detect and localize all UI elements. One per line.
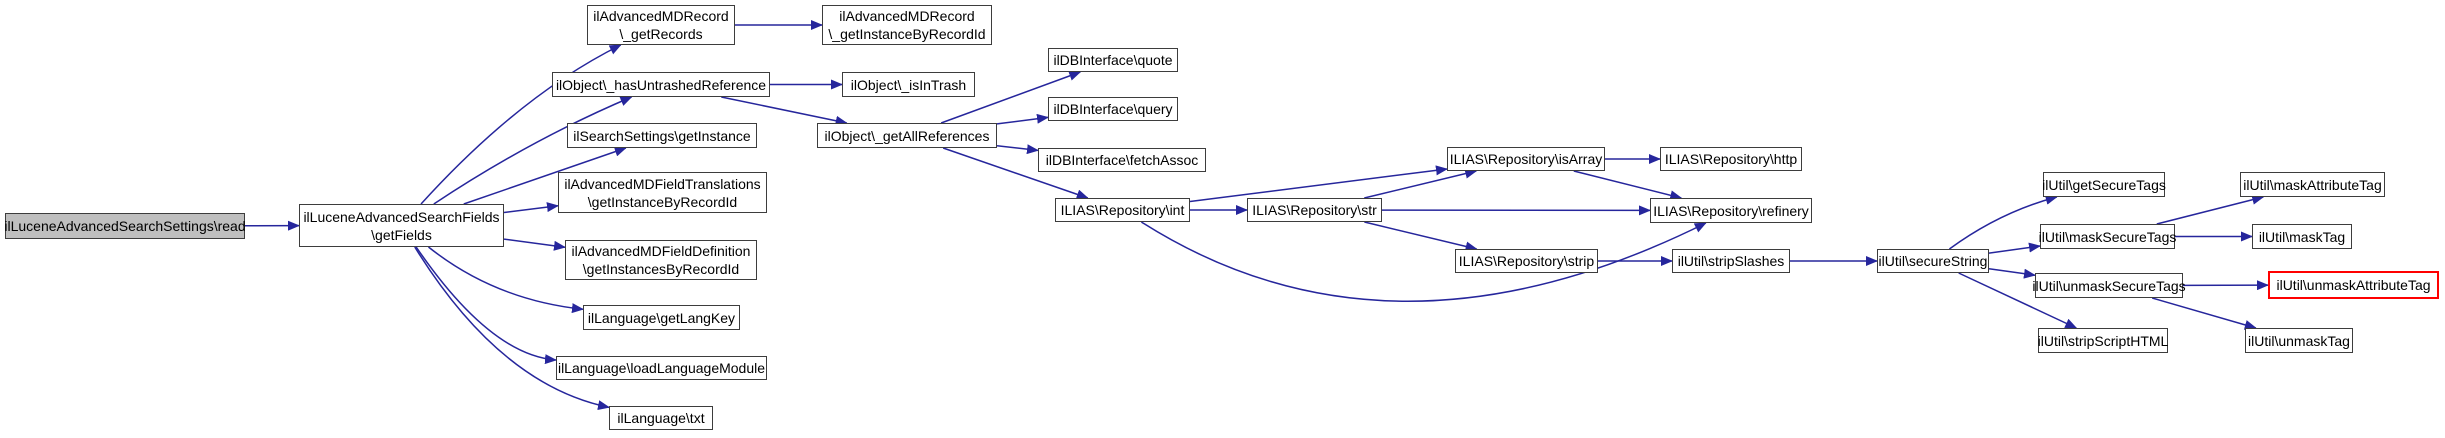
edge-secure-string-mask-secure-tags [1988,242,2041,254]
node-field-translations-get-instance-by-record-id[interactable]: ilAdvancedMDFieldTranslations\getInstanc… [558,172,767,213]
node-label: ilUtil\secureString [1878,253,1988,269]
node-get-fields[interactable]: ilLuceneAdvancedSearchFields\getFields [299,204,504,247]
node-get-records[interactable]: ilAdvancedMDRecord \_getRecords [587,5,735,45]
edge-secure-string-unmask-secure-tags [1988,268,2036,279]
node-is-in-trash[interactable]: ilObject\_isInTrash [842,72,975,97]
node-db-query[interactable]: ilDBInterface\query [1048,97,1178,121]
edge-has-untrashed-reference-get-all-references [721,96,848,126]
node-repo-refinery[interactable]: ILIAS\Repository\refinery [1650,198,1812,223]
edge-get-all-references-db-fetch-assoc [996,144,1039,155]
node-search-settings-get-instance[interactable]: ilSearchSettings\getInstance [567,123,757,148]
edge-get-fields-get-lang-key [428,246,584,314]
node-repo-http[interactable]: ILIAS\Repository\http [1660,147,1802,171]
node-strip-slashes[interactable]: ilUtil\stripSlashes [1672,249,1790,273]
node-label: ilLanguage\getLangKey [587,309,736,326]
node-label: ILIAS\Repository\str [1252,202,1377,218]
edge-unmask-secure-tags-unmask-tag [2151,297,2257,330]
node-repo-strip[interactable]: ILIAS\Repository\strip [1455,249,1598,273]
node-label: ilDBInterface\fetchAssoc [1045,152,1199,168]
node-label: \_getInstanceByRecordId [828,26,986,42]
edge-get-all-references-db-quote [940,71,1082,124]
node-label: ilUtil\unmaskAttributeTag [2276,277,2431,293]
node-get-instance-by-record-id[interactable]: ilAdvancedMDRecord \_getInstanceByRecordI… [822,5,992,45]
node-unmask-tag[interactable]: ilUtil\unmaskTag [2245,328,2353,353]
edge-get-fields-has-untrashed-reference [433,96,633,205]
node-label: \_getRecords [619,26,703,42]
node-unmask-attribute-tag[interactable]: ilUtil\unmaskAttributeTag [2268,271,2439,299]
node-label: ilUtil\getSecureTags [2042,176,2166,193]
node-db-quote[interactable]: ilDBInterface\quote [1048,48,1178,72]
edge-repo-int-repo-is-array [1189,165,1448,203]
node-label: \getFields [371,226,432,243]
node-label: ilSearchSettings\getInstance [573,127,751,144]
node-label: ILIAS\Repository\int [1060,202,1185,218]
node-label: ilAdvancedMDFieldDefinition [571,243,751,259]
edge-get-all-references-repo-int [942,147,1089,200]
node-load-language-module[interactable]: ilLanguage\loadLanguageModule [556,356,767,380]
edge-get-all-references-db-query [996,113,1049,125]
node-label: ilDBInterface\quote [1053,52,1173,68]
node-mask-secure-tags[interactable]: ilUtil\maskSecureTags [2038,224,2177,249]
edge-mask-secure-tags-mask-attribute-tag [2156,194,2265,225]
node-repo-is-array[interactable]: ILIAS\Repository\isArray [1447,147,1605,171]
node-db-fetch-assoc[interactable]: ilDBInterface\fetchAssoc [1038,148,1206,172]
node-label: ilAdvancedMDFieldTranslations [564,175,761,192]
node-label: ilUtil\unmaskSecureTags [2032,277,2186,294]
node-label: ilUtil\maskAttributeTag [2243,176,2382,193]
node-mask-tag[interactable]: ilUtil\maskTag [2252,224,2352,249]
node-get-lang-key[interactable]: ilLanguage\getLangKey [583,305,740,330]
node-get-all-references[interactable]: ilObject\_getAllReferences [817,123,997,148]
node-label: ilUtil\maskTag [2258,228,2346,245]
edge-secure-string-get-secure-tags [1948,194,2058,250]
node-field-definition-get-instances-by-record-id[interactable]: ilAdvancedMDFieldDefinition \getInstances… [565,240,757,280]
node-get-secure-tags[interactable]: ilUtil\getSecureTags [2042,172,2166,197]
node-repo-str[interactable]: ILIAS\Repository\str [1247,198,1382,222]
node-label: ilLanguage\txt [617,410,705,426]
edge-secure-string-strip-script-html [1958,272,2078,329]
edge-get-fields-field-translations-get-instance-by-record-id [503,202,559,214]
node-secure-string[interactable]: ilUtil\secureString [1877,249,1989,273]
node-lang-txt[interactable]: ilLanguage\txt [609,406,713,430]
node-label: ilObject\_isInTrash [850,76,967,93]
edge-get-fields-load-language-module [415,246,557,365]
node-label: \getInstancesByRecordId [582,261,740,277]
node-label: ilUtil\maskSecureTags [2038,228,2177,245]
edge-repo-is-array-repo-refinery [1573,170,1683,201]
node-label: ilObject\_hasUntrashedReference [555,76,767,93]
edge-repo-str-repo-strip [1364,221,1478,252]
node-label: ilUtil\stripSlashes [1677,253,1785,269]
node-read: ilLuceneAdvancedSearchSettings\read [4,213,246,239]
node-label: ilLuceneAdvancedSearchSettings\read [4,218,246,234]
node-label: \getInstanceByRecordId [587,193,738,210]
edge-repo-str-repo-is-array [1364,168,1478,199]
node-has-untrashed-reference[interactable]: ilObject\_hasUntrashedReference [552,72,770,97]
node-repo-int[interactable]: ILIAS\Repository\int [1055,198,1190,222]
node-label: ilObject\_getAllReferences [824,127,990,144]
node-label: ilLanguage\loadLanguageModule [557,360,766,376]
node-label: ilUtil\unmaskTag [2248,332,2350,349]
node-unmask-secure-tags[interactable]: ilUtil\unmaskSecureTags [2032,273,2186,298]
node-label: ilAdvancedMDRecord [839,8,975,24]
node-label: ILIAS\Repository\refinery [1653,202,1809,219]
edge-get-fields-field-definition-get-instances-by-record-id [503,238,566,251]
node-label: ILIAS\Repository\http [1664,151,1798,167]
node-label: ilLuceneAdvancedSearchFields [303,208,500,225]
node-label: ilAdvancedMDRecord [593,8,729,24]
node-strip-script-html[interactable]: ilUtil\stripScriptHTML [2038,328,2168,353]
edge-get-fields-search-settings-get-instance [463,146,627,205]
edge-get-fields-lang-txt [414,246,610,411]
node-label: ilUtil\stripScriptHTML [2037,332,2169,349]
node-label: ilDBInterface\query [1053,101,1173,117]
node-mask-attribute-tag[interactable]: ilUtil\maskAttributeTag [2240,172,2385,197]
node-label: ILIAS\Repository\isArray [1449,151,1603,167]
edge-get-fields-get-records [420,44,622,205]
node-label: ILIAS\Repository\strip [1458,253,1595,269]
